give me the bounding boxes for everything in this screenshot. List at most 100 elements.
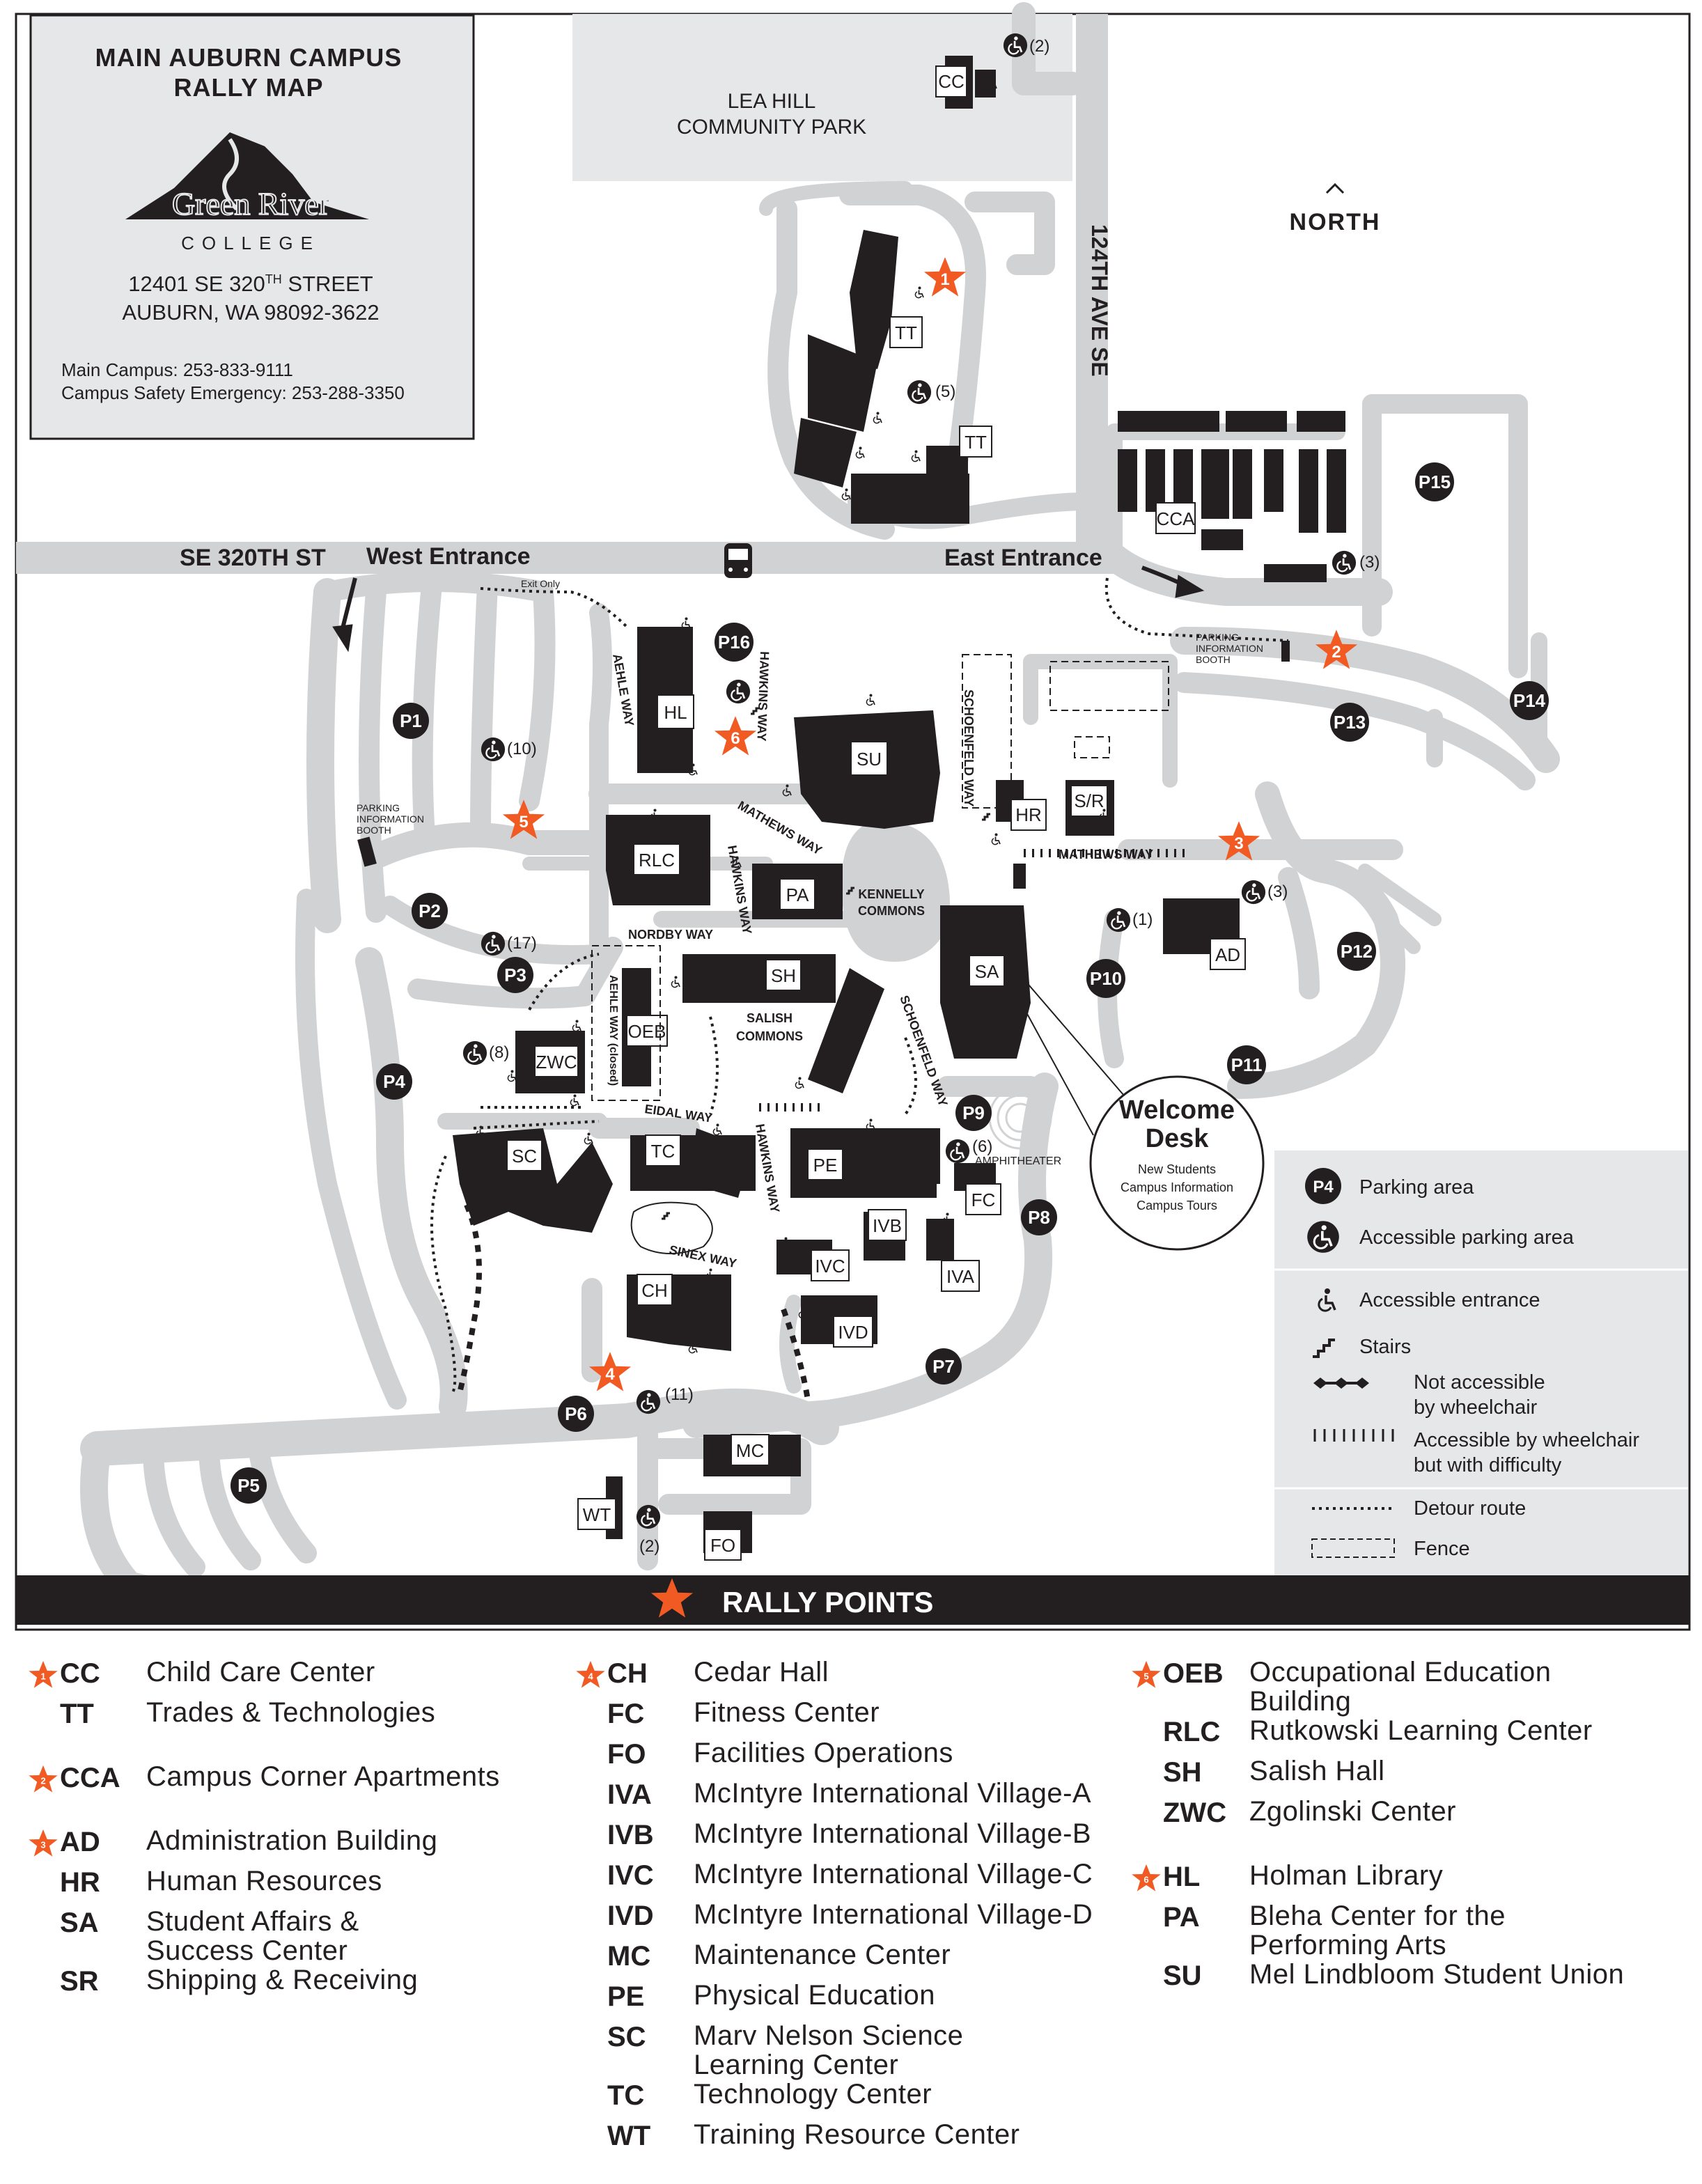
- svg-text:(1): (1): [1132, 910, 1153, 929]
- rally-star-icon: [575, 1900, 607, 1940]
- label-OEB: OEB: [626, 1015, 668, 1047]
- svg-text:COLLEGE: COLLEGE: [181, 233, 320, 254]
- svg-text:Stairs: Stairs: [1359, 1336, 1411, 1358]
- parking-P13: P13: [1330, 703, 1369, 742]
- rally-star-icon: [1131, 1960, 1163, 2000]
- label-SA: SA: [969, 955, 1005, 987]
- svg-text:AMPHITHEATER: AMPHITHEATER: [975, 1155, 1061, 1167]
- map-legend: P4 Parking area Accessible parking area …: [1274, 1150, 1688, 1575]
- svg-text:Fence: Fence: [1414, 1538, 1470, 1560]
- svg-text:IVB: IVB: [873, 1215, 902, 1236]
- building-code: CH: [607, 1658, 648, 1689]
- label-TT-2: TT: [959, 426, 992, 458]
- building-name: Cedar Hall: [694, 1657, 829, 1687]
- park-label: LEA HILL COMMUNITY PARK: [677, 90, 866, 139]
- label-FO: FO: [704, 1529, 742, 1561]
- east-entrance-label: East Entrance: [944, 545, 1102, 571]
- tc-pond: [630, 1201, 713, 1254]
- svg-text:(11): (11): [665, 1385, 694, 1404]
- svg-text:SH: SH: [771, 965, 796, 986]
- label-TT-1: TT: [889, 316, 923, 348]
- building-code: PA: [1163, 1902, 1200, 1933]
- rally-star-3: 3: [1217, 821, 1260, 861]
- roads: [16, 2, 1560, 1604]
- building-code: SR: [60, 1966, 99, 1997]
- label-IVB: IVB: [868, 1209, 907, 1241]
- svg-text:(2): (2): [1029, 37, 1049, 56]
- lea-hill-park: [572, 14, 1072, 181]
- title-line2: RALLY MAP: [173, 73, 323, 102]
- not-accessible-routes: [457, 1203, 811, 1401]
- rally-star-icon: 2: [28, 1762, 60, 1802]
- svg-text:Accessible parking area: Accessible parking area: [1359, 1226, 1575, 1249]
- commons-labels: KENNELLY COMMONS SALISH COMMONS: [736, 887, 925, 1043]
- welcome-desk: Welcome Desk New Students Campus Informa…: [1009, 974, 1265, 1251]
- building-code: IVB: [607, 1820, 654, 1850]
- parking-P4: P4: [376, 1063, 412, 1100]
- svg-text:BOOTH: BOOTH: [1196, 654, 1231, 665]
- svg-text:P3: P3: [504, 965, 526, 985]
- rally-star-2: 2: [1315, 630, 1358, 669]
- rally-star-icon: [1131, 1756, 1163, 1797]
- svg-text:PARKING: PARKING: [1196, 632, 1239, 643]
- building-name: McIntyre International Village-D: [694, 1899, 1093, 1930]
- svg-text:5: 5: [519, 813, 528, 832]
- building-name: McIntyre International Village-C: [694, 1859, 1093, 1889]
- rally-star-5: 5: [502, 800, 545, 839]
- svg-text:P11: P11: [1231, 1054, 1263, 1075]
- building-name: Technology Center: [694, 2079, 932, 2109]
- phone-main: Main Campus: 253-833-9111: [61, 359, 293, 380]
- svg-text:HR: HR: [1015, 804, 1042, 825]
- rally-star-icon: [575, 2021, 607, 2061]
- rally-star-icon: [575, 1859, 607, 1900]
- label-SU: SU: [850, 741, 888, 776]
- svg-text:INFORMATION: INFORMATION: [1196, 643, 1263, 654]
- building-code: FC: [607, 1699, 645, 1729]
- building-code: SC: [607, 2022, 646, 2052]
- svg-text:(8): (8): [489, 1043, 509, 1062]
- svg-text:CC: CC: [938, 71, 965, 92]
- label-PE: PE: [807, 1148, 843, 1180]
- label-CC: CC: [935, 65, 967, 98]
- phone-safety: Campus Safety Emergency: 253-288-3350: [61, 382, 405, 403]
- svg-text:CCA: CCA: [1157, 508, 1196, 529]
- street-labels: SE 320TH ST West Entrance East Entrance …: [180, 224, 1112, 589]
- parking-P10: P10: [1086, 959, 1125, 998]
- svg-text:Detour route: Detour route: [1414, 1497, 1526, 1520]
- stairs-markers: [662, 707, 990, 1220]
- svg-text:3: 3: [1234, 834, 1243, 853]
- svg-text:SC: SC: [512, 1146, 537, 1167]
- building-name: Administration Building: [146, 1825, 438, 1856]
- west-entrance-label: West Entrance: [366, 543, 531, 570]
- rally-star-icon: [575, 2120, 607, 2160]
- svg-text:RALLY POINTS: RALLY POINTS: [722, 1586, 933, 1618]
- label-SC: SC: [506, 1139, 542, 1171]
- title-box: MAIN AUBURN CAMPUS RALLY MAP Green River…: [29, 14, 475, 440]
- rally-star-icon: [575, 2080, 607, 2120]
- exit-only-label: Exit Only: [521, 578, 560, 589]
- building-name: Campus Corner Apartments: [146, 1761, 500, 1792]
- parking-P9: P9: [955, 1095, 992, 1131]
- parking-P1: P1: [393, 703, 429, 739]
- building-code: OEB: [1163, 1658, 1224, 1689]
- svg-text:2: 2: [40, 1775, 45, 1786]
- parking-P16: P16: [715, 623, 754, 662]
- building-code: PE: [607, 1981, 645, 2012]
- svg-text:P7: P7: [932, 1356, 955, 1377]
- parking-P6: P6: [558, 1396, 594, 1432]
- svg-text:IVC: IVC: [815, 1256, 845, 1277]
- svg-text:Parking area: Parking area: [1359, 1176, 1474, 1199]
- svg-text:Accessible by wheelchair: Accessible by wheelchair: [1414, 1429, 1639, 1451]
